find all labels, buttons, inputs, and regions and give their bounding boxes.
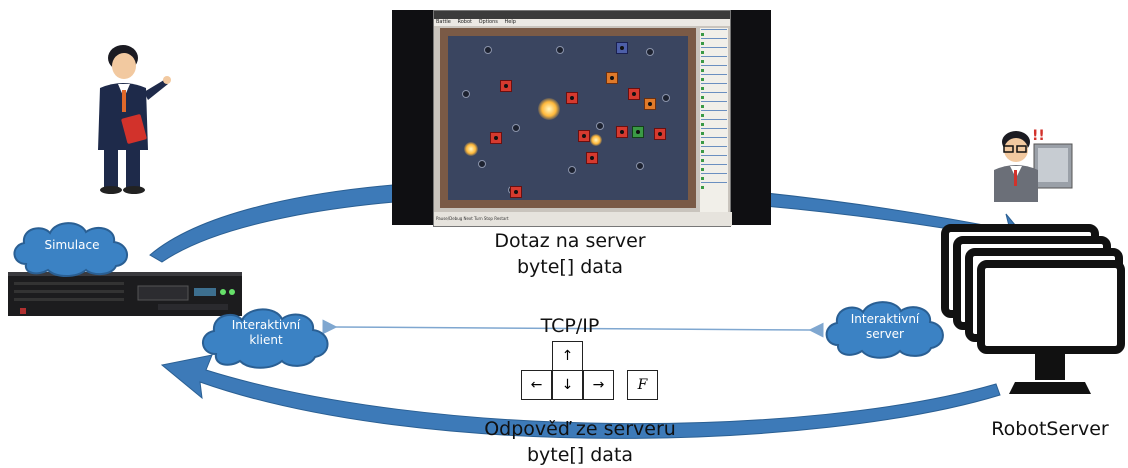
menu-battle[interactable]: Battle bbox=[436, 19, 451, 25]
robot-tank bbox=[616, 42, 628, 54]
robot-tank bbox=[510, 186, 522, 198]
server-cloud bbox=[825, 301, 944, 359]
robot-tank bbox=[606, 72, 618, 84]
server-rack-icon bbox=[8, 272, 242, 316]
robot-tank bbox=[578, 130, 590, 142]
monitors-icon bbox=[941, 224, 1125, 394]
robot-list-item[interactable] bbox=[701, 137, 727, 145]
robot-list-item[interactable] bbox=[701, 182, 727, 190]
robot-tank bbox=[566, 92, 578, 104]
menu-options[interactable]: Options bbox=[478, 19, 498, 25]
robot-list-item[interactable] bbox=[701, 155, 727, 163]
response-arrow bbox=[160, 354, 1001, 439]
mine-marker bbox=[662, 94, 670, 102]
robot-server-label: RobotServer bbox=[991, 418, 1109, 440]
mine-marker bbox=[596, 122, 604, 130]
key-down[interactable]: ↓ bbox=[552, 370, 583, 400]
robot-list-item[interactable] bbox=[701, 110, 727, 118]
robot-list-panel: Main battle log bbox=[700, 28, 728, 224]
robot-list-item[interactable] bbox=[701, 38, 727, 46]
robot-list-item[interactable] bbox=[701, 101, 727, 109]
battle-arena bbox=[440, 28, 696, 208]
key-fire[interactable]: F bbox=[627, 370, 658, 400]
explosion-effect bbox=[538, 98, 560, 120]
protocol-label: TCP/IP bbox=[540, 315, 600, 337]
robot-list-item[interactable] bbox=[701, 47, 727, 55]
robot-tank bbox=[632, 126, 644, 138]
robot-list-item[interactable] bbox=[701, 119, 727, 127]
response-label: Odpověď ze serveru bbox=[484, 418, 676, 440]
menu-help[interactable]: Help bbox=[504, 19, 516, 25]
client-cloud-line2: klient bbox=[249, 333, 283, 347]
robot-list-item[interactable] bbox=[701, 92, 727, 100]
robot-tank bbox=[616, 126, 628, 138]
simulation-cloud-label: Simulace bbox=[44, 238, 100, 252]
battle-screenshot: Battle Robot Options Help bbox=[392, 10, 771, 227]
battle-window-titlebar bbox=[434, 11, 730, 19]
mine-marker bbox=[646, 48, 654, 56]
response-data-label: byte[] data bbox=[526, 444, 634, 466]
key-up[interactable]: ↑ bbox=[552, 341, 583, 371]
server-cloud-line1: Interaktivní bbox=[850, 312, 920, 326]
client-cloud-label: Interaktivní klient bbox=[196, 318, 336, 348]
robot-list-item[interactable] bbox=[701, 65, 727, 73]
tcp-connector bbox=[322, 319, 824, 338]
battle-menubar: Battle Robot Options Help bbox=[434, 19, 730, 26]
robot-list-item[interactable] bbox=[701, 173, 727, 181]
key-right[interactable]: → bbox=[583, 370, 614, 400]
mine-marker bbox=[484, 46, 492, 54]
robot-list-item[interactable] bbox=[701, 164, 727, 172]
robot-tank bbox=[654, 128, 666, 140]
robot-tank bbox=[586, 152, 598, 164]
request-data-label: byte[] data bbox=[516, 256, 624, 278]
mine-marker bbox=[556, 46, 564, 54]
battle-window: Battle Robot Options Help bbox=[433, 10, 732, 227]
explosion-effect bbox=[464, 142, 478, 156]
battle-statusbar: Pause/Debug Next Turn Stop Restart bbox=[434, 212, 732, 226]
robot-tank bbox=[500, 80, 512, 92]
menu-robot[interactable]: Robot bbox=[457, 19, 472, 25]
mine-marker bbox=[478, 160, 486, 168]
client-cloud bbox=[202, 308, 329, 369]
robot-tank bbox=[628, 88, 640, 100]
key-left[interactable]: ← bbox=[521, 370, 552, 400]
robot-list-item[interactable] bbox=[701, 146, 727, 154]
mine-marker bbox=[462, 90, 470, 98]
robot-list-item[interactable] bbox=[701, 83, 727, 91]
programmer-icon: !! bbox=[994, 128, 1073, 202]
robot-tank bbox=[490, 132, 502, 144]
server-cloud-label: Interaktivní server bbox=[820, 312, 950, 342]
mine-marker bbox=[512, 124, 520, 132]
mine-marker bbox=[636, 162, 644, 170]
simulation-cloud bbox=[13, 222, 128, 277]
explosion-effect bbox=[590, 134, 602, 146]
robot-list-item[interactable] bbox=[701, 29, 727, 37]
request-label: Dotaz na server bbox=[494, 230, 646, 252]
robot-list-item[interactable] bbox=[701, 128, 727, 136]
robot-list-item[interactable] bbox=[701, 56, 727, 64]
mine-marker bbox=[568, 166, 576, 174]
client-cloud-line1: Interaktivní bbox=[231, 318, 301, 332]
battle-field bbox=[448, 36, 688, 200]
server-cloud-line2: server bbox=[866, 327, 904, 341]
businessman-icon bbox=[98, 45, 171, 194]
robot-list-item[interactable] bbox=[701, 74, 727, 82]
robot-tank bbox=[644, 98, 656, 110]
svg-text:!!: !! bbox=[1032, 128, 1045, 144]
